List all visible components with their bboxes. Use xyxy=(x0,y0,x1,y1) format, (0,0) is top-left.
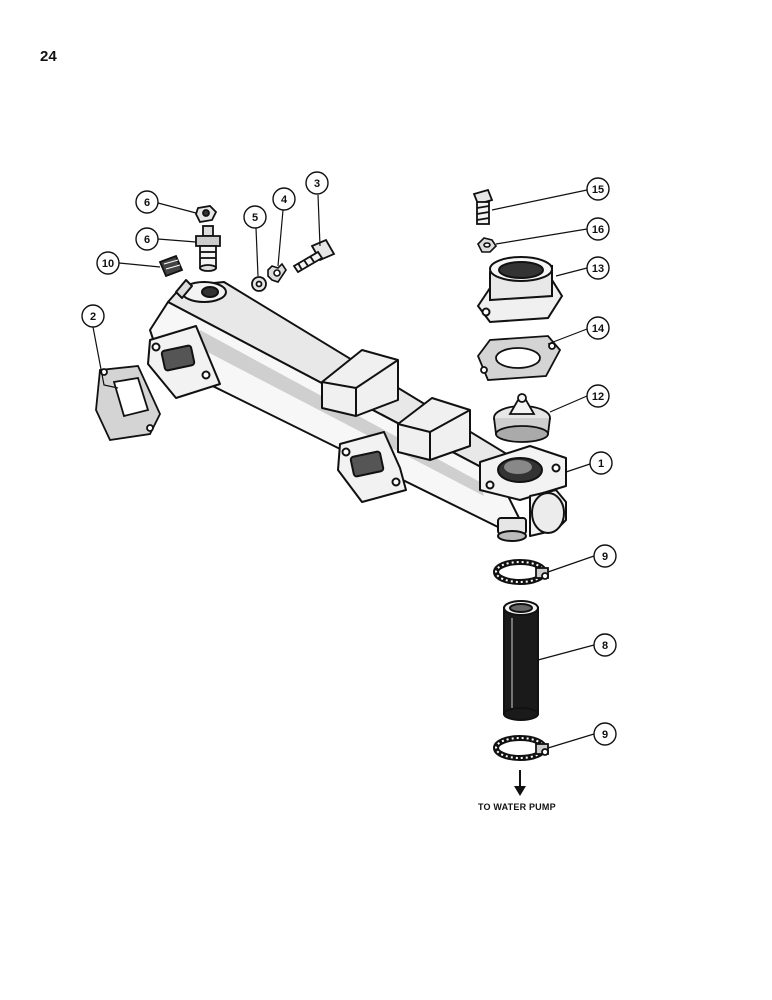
callout-12: 12 xyxy=(586,384,610,408)
washer-5 xyxy=(251,276,267,292)
page-number: 24 xyxy=(40,48,57,65)
callout-label: 14 xyxy=(592,323,605,335)
callout-2: 2 xyxy=(81,304,105,328)
to-water-pump-label: TO WATER PUMP xyxy=(478,802,556,812)
bolt-3 xyxy=(292,238,336,274)
callout-label: 8 xyxy=(602,640,608,652)
callout-label: 9 xyxy=(602,729,608,741)
temperature-sender-6 xyxy=(195,225,221,272)
callout-label: 1 xyxy=(598,458,604,470)
callout-1: 1 xyxy=(589,451,613,475)
callout-label: 9 xyxy=(602,551,608,563)
callout-9-upper: 9 xyxy=(593,544,617,568)
callout-13: 13 xyxy=(586,256,610,280)
callout-label: 12 xyxy=(592,391,604,403)
manifold-gasket xyxy=(95,365,161,441)
callout-label: 2 xyxy=(90,311,96,323)
water-manifold xyxy=(147,279,567,542)
nut-7 xyxy=(195,205,218,223)
callout-label: 3 xyxy=(314,178,320,190)
callout-3: 3 xyxy=(305,171,329,195)
pipe-plug-10 xyxy=(158,254,184,278)
callout-4: 4 xyxy=(272,187,296,211)
hose-clamp-9-upper xyxy=(493,559,549,585)
callout-6: 6 xyxy=(135,227,159,251)
callout-9-lower: 9 xyxy=(593,722,617,746)
callout-label: 16 xyxy=(592,224,604,236)
callout-label: 6 xyxy=(144,234,150,246)
callout-label: 15 xyxy=(592,184,604,196)
callout-label: 4 xyxy=(281,194,288,206)
callout-16: 16 xyxy=(586,217,610,241)
lock-washer-16 xyxy=(477,237,498,253)
callout-15: 15 xyxy=(586,177,610,201)
callout-label: 13 xyxy=(592,263,604,275)
callout-10: 10 xyxy=(96,251,120,275)
callout-8: 8 xyxy=(593,633,617,657)
lock-washer-4 xyxy=(267,262,287,283)
callout-5: 5 xyxy=(243,205,267,229)
hose-clamp-9-lower xyxy=(493,735,549,761)
callout-7: 6 xyxy=(135,190,159,214)
bolt-15 xyxy=(472,188,494,225)
callout-14: 14 xyxy=(586,316,610,340)
housing-gasket-14 xyxy=(476,335,562,381)
flow-arrow xyxy=(514,770,526,796)
callout-label: 10 xyxy=(102,258,114,270)
callout-label: 6 xyxy=(144,197,150,209)
leader-lines xyxy=(92,189,595,749)
callout-label: 5 xyxy=(252,212,258,224)
thermostat-12 xyxy=(493,393,551,443)
bypass-hose-8 xyxy=(503,600,539,721)
thermostat-housing-13 xyxy=(476,256,564,324)
